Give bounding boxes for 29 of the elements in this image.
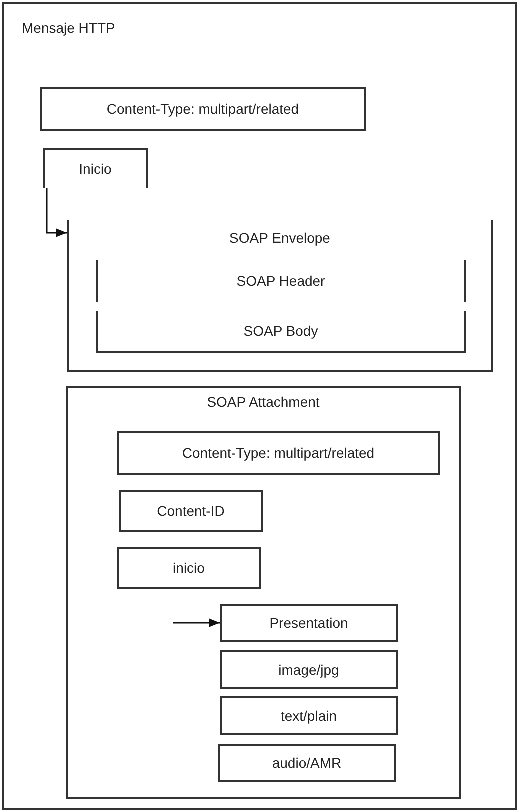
box-label: image/jpg xyxy=(278,662,340,678)
box-label: SOAP Header xyxy=(236,273,326,289)
arrow xyxy=(46,188,67,238)
attachment-box xyxy=(66,386,461,799)
box-label: Content-ID xyxy=(156,503,226,519)
box-label: text/plain xyxy=(280,708,338,724)
arrow xyxy=(173,618,220,628)
body-box xyxy=(96,311,466,353)
header-box xyxy=(117,431,440,475)
box-label: Content-Type: multipart/related xyxy=(106,101,300,117)
box-label: audio/AMR xyxy=(271,755,343,771)
box-label: Content-Type: multipart/related xyxy=(181,445,376,461)
header-bracket xyxy=(96,260,466,302)
box-label: Inicio xyxy=(78,161,113,177)
box-label: SOAP Attachment xyxy=(206,394,321,410)
box-label: SOAP Envelope xyxy=(228,230,332,246)
envelope-box xyxy=(67,220,493,372)
part-box xyxy=(220,650,398,689)
header-box xyxy=(40,87,366,131)
part-box xyxy=(220,696,398,735)
header-box xyxy=(117,547,261,589)
part-box xyxy=(218,744,396,782)
header-box xyxy=(119,490,263,532)
box-label: inicio xyxy=(172,560,206,576)
box-label: Mensaje HTTP xyxy=(22,20,116,36)
box-label: Presentation xyxy=(268,615,350,631)
box-label: SOAP Body xyxy=(242,323,320,339)
tab-box xyxy=(43,148,148,188)
part-box xyxy=(220,604,398,642)
